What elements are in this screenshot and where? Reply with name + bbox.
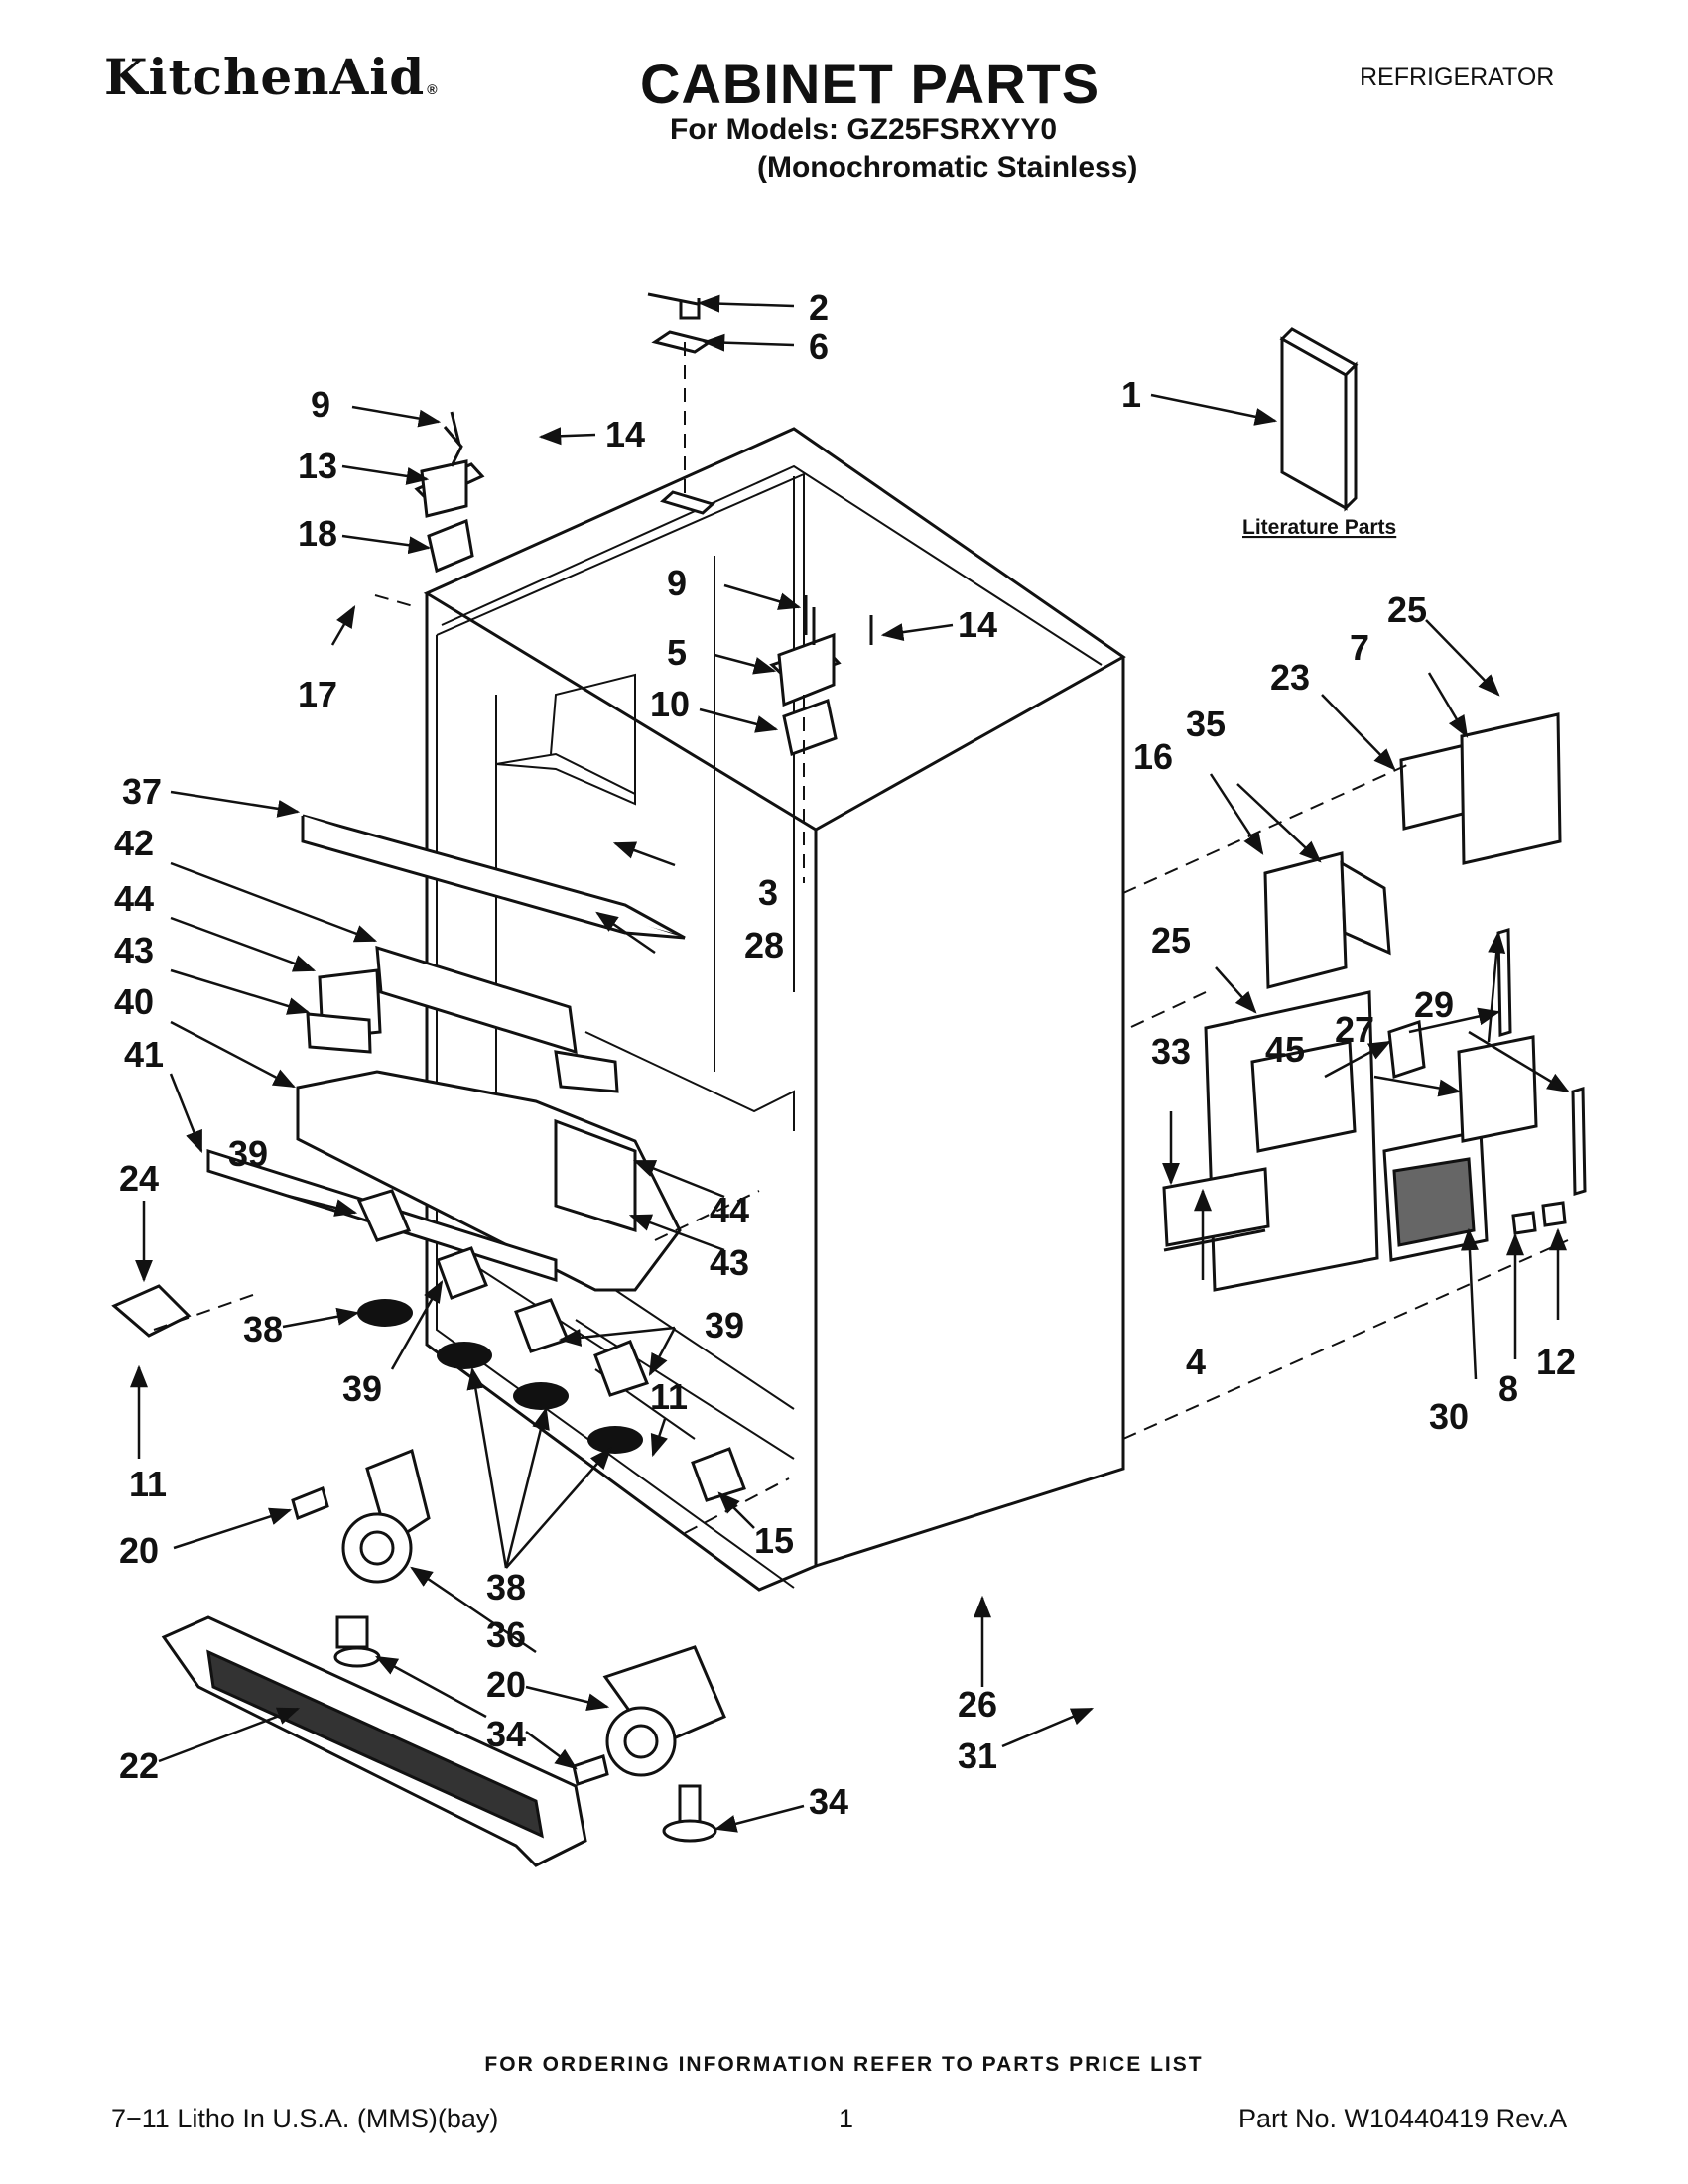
callout-7: 7 bbox=[1350, 627, 1369, 668]
toe-grille bbox=[161, 1615, 587, 1867]
callout-4: 4 bbox=[1186, 1342, 1206, 1382]
callout-24: 24 bbox=[119, 1158, 159, 1199]
model-info: For Models: GZ25FSRXYY0 (Monochromatic S… bbox=[670, 111, 1137, 187]
callout-16: 16 bbox=[1133, 736, 1173, 777]
callout-25-top: 25 bbox=[1387, 589, 1427, 630]
callout-10: 10 bbox=[650, 684, 690, 724]
callout-39-left: 39 bbox=[228, 1133, 268, 1174]
callout-3: 3 bbox=[758, 872, 778, 913]
callout-20-left: 20 bbox=[119, 1530, 159, 1571]
callout-23: 23 bbox=[1270, 657, 1310, 698]
callout-33: 33 bbox=[1151, 1031, 1191, 1072]
document-part-number: Part No. W10440419 Rev.A bbox=[1238, 2104, 1568, 2133]
callout-36: 36 bbox=[486, 1614, 526, 1655]
callout-25-mid: 25 bbox=[1151, 920, 1191, 961]
callout-22: 22 bbox=[119, 1745, 159, 1786]
callout-26: 26 bbox=[958, 1684, 997, 1725]
literature-booklet bbox=[1279, 327, 1359, 512]
callout-8: 8 bbox=[1498, 1368, 1518, 1409]
callout-17: 17 bbox=[298, 674, 337, 714]
callout-11-left: 11 bbox=[129, 1464, 167, 1504]
callout-37: 37 bbox=[122, 771, 162, 812]
callout-9-right: 9 bbox=[667, 563, 687, 603]
registered-mark: ® bbox=[427, 81, 439, 97]
callout-41: 41 bbox=[124, 1034, 164, 1075]
callout-39-bottom: 39 bbox=[342, 1368, 382, 1409]
models-line: For Models: GZ25FSRXYY0 bbox=[670, 113, 1058, 146]
top-hinge-assemblies bbox=[414, 292, 873, 757]
callout-9-top: 9 bbox=[311, 384, 330, 425]
callout-34-right: 34 bbox=[809, 1781, 848, 1822]
callout-38-left: 38 bbox=[243, 1309, 283, 1349]
callout-18: 18 bbox=[298, 513, 337, 554]
callout-13: 13 bbox=[298, 446, 337, 486]
callout-14-right: 14 bbox=[958, 604, 997, 645]
callout-34-left: 34 bbox=[486, 1714, 526, 1754]
callout-44-left: 44 bbox=[114, 878, 154, 919]
callout-29: 29 bbox=[1414, 984, 1454, 1025]
callout-6: 6 bbox=[809, 326, 829, 367]
page-title: CABINET PARTS bbox=[640, 53, 1101, 115]
callout-44-right: 44 bbox=[710, 1190, 749, 1230]
models-subline: (Monochromatic Stainless) bbox=[757, 151, 1138, 184]
brand-logo: KitchenAid® bbox=[104, 48, 439, 106]
callout-leader-arrows bbox=[130, 294, 1570, 1833]
drawer-rail-parts bbox=[111, 814, 686, 1338]
callout-11-center: 11 bbox=[650, 1376, 688, 1417]
callout-20-center: 20 bbox=[486, 1664, 526, 1705]
callout-43-right: 43 bbox=[710, 1242, 749, 1283]
gasket-pads bbox=[357, 1299, 643, 1454]
callout-45: 45 bbox=[1265, 1029, 1305, 1070]
appliance-type: REFRIGERATOR bbox=[1360, 64, 1555, 91]
callout-28: 28 bbox=[744, 925, 784, 965]
ordering-note: FOR ORDERING INFORMATION REFER TO PARTS … bbox=[484, 2053, 1204, 2076]
callout-42: 42 bbox=[114, 823, 154, 863]
callout-5: 5 bbox=[667, 632, 687, 673]
callout-15: 15 bbox=[754, 1520, 794, 1561]
callout-43-left: 43 bbox=[114, 930, 154, 970]
callout-1: 1 bbox=[1121, 374, 1141, 415]
literature-parts-label: Literature Parts bbox=[1242, 516, 1396, 539]
callout-14-top: 14 bbox=[605, 414, 645, 454]
callout-27: 27 bbox=[1335, 1009, 1374, 1050]
print-info: 7−11 Litho In U.S.A. (MMS)(bay) bbox=[111, 2104, 499, 2133]
callout-31: 31 bbox=[958, 1735, 997, 1776]
callout-30: 30 bbox=[1429, 1396, 1469, 1437]
callout-2: 2 bbox=[809, 287, 829, 327]
callout-40: 40 bbox=[114, 981, 154, 1022]
callout-38-bottom: 38 bbox=[486, 1567, 526, 1607]
callout-12: 12 bbox=[1536, 1342, 1576, 1382]
rear-electronics bbox=[1162, 712, 1587, 1292]
roller-assemblies bbox=[291, 1448, 726, 1843]
center-brackets bbox=[356, 1189, 746, 1502]
brand-name: KitchenAid bbox=[104, 48, 426, 106]
callout-35: 35 bbox=[1186, 704, 1226, 744]
callout-39-right: 39 bbox=[705, 1305, 744, 1346]
page-number: 1 bbox=[839, 2104, 854, 2133]
